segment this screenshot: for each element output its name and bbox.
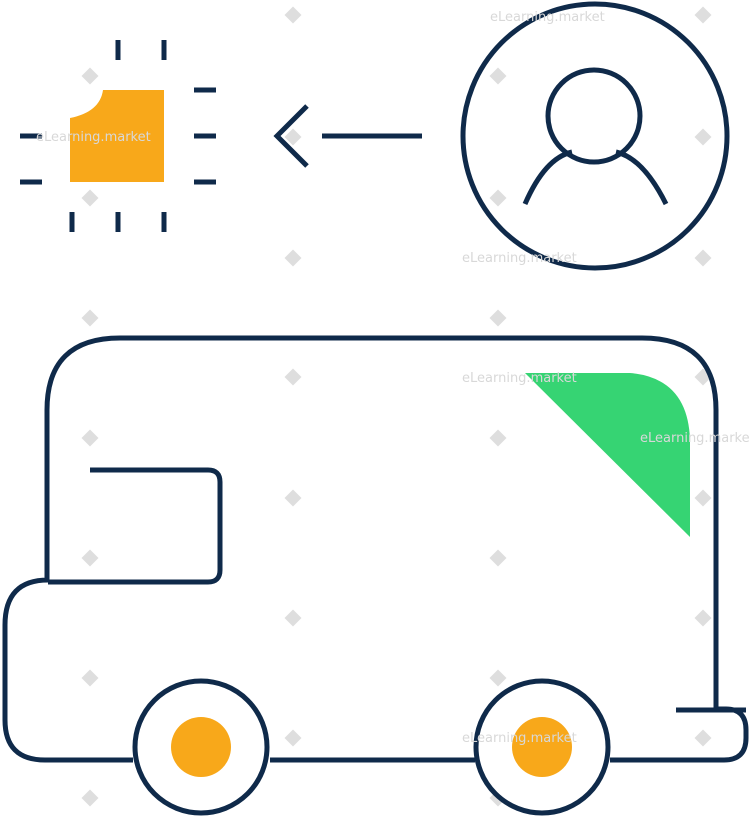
wheel-hub (512, 717, 572, 777)
watermark-diamond (284, 489, 302, 507)
avatar-circle (460, 1, 730, 271)
watermark-diamond (81, 309, 99, 327)
watermark-diamond (81, 669, 99, 687)
watermark-diamond (489, 189, 507, 207)
watermark-diamond (694, 609, 712, 627)
watermark-diamond (81, 549, 99, 567)
user-avatar-icon (460, 1, 730, 271)
watermark-diamond (81, 67, 99, 85)
watermark-diamond (284, 6, 302, 24)
watermark-text: eLearning.market (462, 731, 577, 746)
watermark-diamond (694, 729, 712, 747)
microchip-icon (20, 40, 216, 232)
watermark-diamond (81, 789, 99, 807)
wheel-hub (171, 717, 231, 777)
arrow-head (273, 104, 309, 168)
watermark-text: eLearning.market (462, 371, 577, 386)
avatar-head (545, 67, 643, 165)
watermark-diamond (694, 249, 712, 267)
watermark-diamond (489, 669, 507, 687)
watermark-text: eLearning.market (462, 251, 577, 266)
arrow-left-icon (273, 104, 422, 168)
watermark-text: eLearning.market (640, 431, 750, 446)
watermark-diamond (489, 67, 507, 85)
watermark-diamond (81, 429, 99, 447)
watermark-diamond (284, 729, 302, 747)
watermark-diamond (694, 128, 712, 146)
watermark-diamond (489, 549, 507, 567)
van-windshield (525, 373, 690, 537)
van-side-window (48, 467, 223, 585)
watermark-diamond (694, 6, 712, 24)
chip-body (70, 90, 164, 182)
watermark-diamond (284, 128, 302, 146)
watermark-pattern (81, 6, 712, 807)
watermark-diamond (694, 489, 712, 507)
van-icon (2, 335, 749, 816)
avatar-shoulders (522, 149, 669, 206)
watermark-text: eLearning.market (490, 10, 605, 25)
van-rear-wheel (473, 678, 611, 816)
watermark-diamond (284, 249, 302, 267)
watermark-diamond (284, 368, 302, 386)
watermark-diamond (489, 309, 507, 327)
chip-pins (20, 40, 216, 232)
van-front-wheel (132, 678, 270, 816)
watermark-diamond (81, 189, 99, 207)
watermark-text-group: eLearning.market eLearning.market eLearn… (36, 10, 750, 746)
van-body (2, 335, 749, 763)
watermark-diamond (489, 429, 507, 447)
watermark-diamond (284, 609, 302, 627)
watermark-text: eLearning.market (36, 130, 151, 145)
